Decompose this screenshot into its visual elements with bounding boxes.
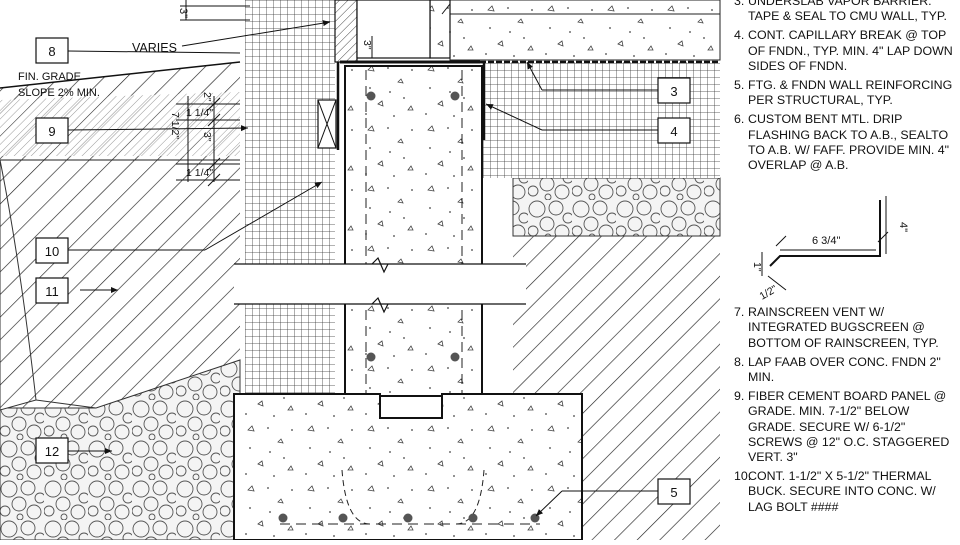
note-4: 4.CONT. CAPILLARY BREAK @ TOP OF FNDN., … [734,28,953,73]
dimension-lines [176,0,373,187]
svg-text:10: 10 [45,244,59,259]
dim-slab-3: 3" [361,40,373,50]
dim-top-3: 3" [177,8,189,18]
svg-text:4: 4 [670,124,677,139]
note-9: 9.FIBER CEMENT BOARD PANEL @ GRADE. MIN.… [734,389,950,465]
note-8: 8.LAP FAAB OVER CONC. FNDN 2" MIN. [734,354,941,385]
drawing-labels: VARIES FIN. GRADE SLOPE 2% MIN. 3" 2" 1 … [18,8,373,179]
footing [233,393,583,541]
callout-11: 11 [35,277,69,304]
svg-text:9: 9 [48,124,55,139]
dim-1: 1" [751,262,763,272]
general-notes: 3.UNDERSLAB VAPOR BARRIER. TAPE & SEAL T… [734,0,960,519]
dim-1-1-4-top: 1 1/4" [186,107,213,119]
callout-5: 5 [657,478,691,505]
svg-text:8: 8 [48,44,55,59]
slope-label: SLOPE 2% MIN. [18,87,100,99]
svg-text:11: 11 [45,284,59,299]
leader-lines [67,3,658,517]
dim-7-1-2: 7 1/2" [169,112,181,139]
svg-text:5: 5 [670,485,677,500]
svg-text:12: 12 [45,444,59,459]
callout-3: 3 [657,77,691,104]
flashing-detail: 6 3/4" 4" 1" 1/2" [751,196,909,303]
callout-10: 10 [35,237,69,264]
fin-grade-label: FIN. GRADE [18,71,81,83]
callout-9: 9 [35,117,69,144]
note-6: 6.CUSTOM BENT MTL. DRIP FLASHING BACK TO… [734,112,950,173]
callouts: 8 9 10 11 12 3 4 5 [35,37,691,505]
varies-label: VARIES [132,41,177,55]
dim-4: 4" [897,222,909,232]
note-5: 5.FTG. & FNDN WALL REINFORCING PER STRUC… [734,78,953,108]
svg-text:3: 3 [670,84,677,99]
callout-4: 4 [657,117,691,144]
note-10: 10.CONT. 1-1/2" X 5-1/2" THERMAL BUCK. S… [734,469,936,514]
dim-6-3-4: 6 3/4" [812,235,840,247]
callout-8: 8 [35,37,69,64]
earth-left [0,61,241,541]
dim-2: 2" [201,92,213,102]
dim-3: 3" [201,132,213,142]
dim-1-1-4-bottom: 1 1/4" [186,167,213,179]
note-7: 7.RAINSCREEN VENT W/ INTEGRATED BUGSCREE… [734,305,939,350]
callout-12: 12 [35,437,69,464]
detail-spacer [734,177,960,305]
note-3: 3.UNDERSLAB VAPOR BARRIER. TAPE & SEAL T… [734,0,948,24]
